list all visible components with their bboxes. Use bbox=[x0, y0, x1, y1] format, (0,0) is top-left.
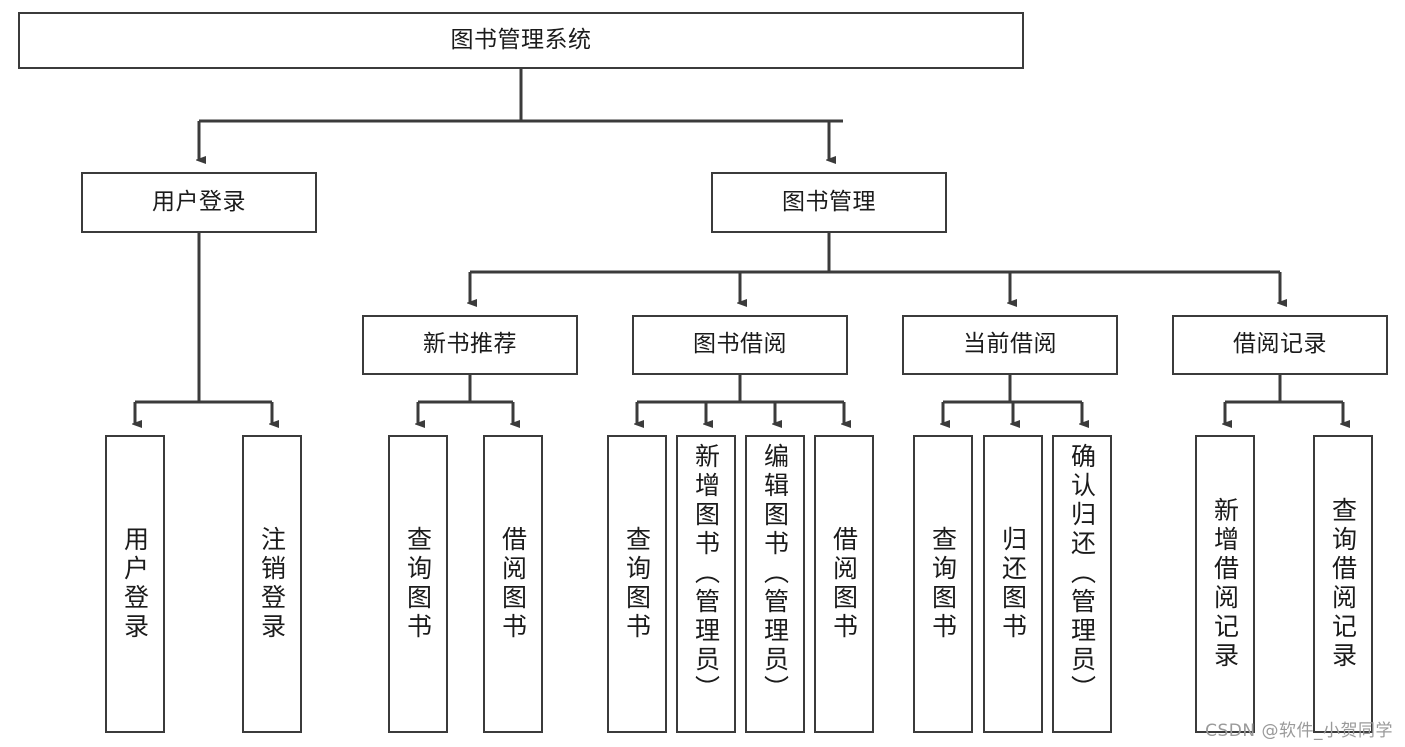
leaf-confirm-return-admin-label: 确认归还（管理员） bbox=[1067, 443, 1097, 704]
leaf-confirm-return-admin[interactable]: 确认归还（管理员） bbox=[1052, 435, 1112, 733]
leaf-query-book-newbook-label: 查询图书 bbox=[403, 526, 433, 642]
leaf-edit-book-admin-label: 编辑图书（管理员） bbox=[760, 443, 790, 704]
leaf-user-login[interactable]: 用户登录 bbox=[105, 435, 165, 733]
node-new-book-recommend[interactable]: 新书推荐 bbox=[362, 315, 578, 375]
node-book-manage[interactable]: 图书管理 bbox=[711, 172, 947, 233]
node-book-manage-label: 图书管理 bbox=[782, 188, 876, 215]
leaf-borrow-book-borrow-label: 借阅图书 bbox=[829, 526, 859, 642]
leaf-borrow-book-newbook-label: 借阅图书 bbox=[498, 526, 528, 642]
leaf-add-borrow-record-label: 新增借阅记录 bbox=[1210, 497, 1240, 671]
node-book-borrow-label: 图书借阅 bbox=[693, 331, 787, 358]
node-borrow-record[interactable]: 借阅记录 bbox=[1172, 315, 1388, 375]
node-book-borrow[interactable]: 图书借阅 bbox=[632, 315, 848, 375]
leaf-query-borrow-record[interactable]: 查询借阅记录 bbox=[1313, 435, 1373, 733]
leaf-query-book-newbook[interactable]: 查询图书 bbox=[388, 435, 448, 733]
node-user-login[interactable]: 用户登录 bbox=[81, 172, 317, 233]
leaf-return-book[interactable]: 归还图书 bbox=[983, 435, 1043, 733]
node-new-book-recommend-label: 新书推荐 bbox=[423, 331, 517, 358]
leaf-query-book-borrow[interactable]: 查询图书 bbox=[607, 435, 667, 733]
node-root-label: 图书管理系统 bbox=[450, 26, 592, 53]
leaf-query-borrow-record-label: 查询借阅记录 bbox=[1328, 497, 1358, 671]
leaf-add-book-admin-label: 新增图书（管理员） bbox=[691, 443, 721, 704]
leaf-return-book-label: 归还图书 bbox=[998, 526, 1028, 642]
node-current-borrow-label: 当前借阅 bbox=[963, 331, 1057, 358]
watermark: CSDN @软件_小贺同学 bbox=[1205, 721, 1393, 741]
leaf-query-book-current[interactable]: 查询图书 bbox=[913, 435, 973, 733]
node-borrow-record-label: 借阅记录 bbox=[1233, 331, 1327, 358]
leaf-edit-book-admin[interactable]: 编辑图书（管理员） bbox=[745, 435, 805, 733]
leaf-logout-label: 注销登录 bbox=[257, 526, 287, 642]
leaf-borrow-book-borrow[interactable]: 借阅图书 bbox=[814, 435, 874, 733]
node-current-borrow[interactable]: 当前借阅 bbox=[902, 315, 1118, 375]
leaf-add-book-admin[interactable]: 新增图书（管理员） bbox=[676, 435, 736, 733]
node-root[interactable]: 图书管理系统 bbox=[18, 12, 1024, 69]
leaf-query-book-borrow-label: 查询图书 bbox=[622, 526, 652, 642]
leaf-query-book-current-label: 查询图书 bbox=[928, 526, 958, 642]
leaf-user-login-label: 用户登录 bbox=[120, 526, 150, 642]
leaf-logout[interactable]: 注销登录 bbox=[242, 435, 302, 733]
node-user-login-label: 用户登录 bbox=[152, 188, 246, 215]
leaf-add-borrow-record[interactable]: 新增借阅记录 bbox=[1195, 435, 1255, 733]
leaf-borrow-book-newbook[interactable]: 借阅图书 bbox=[483, 435, 543, 733]
